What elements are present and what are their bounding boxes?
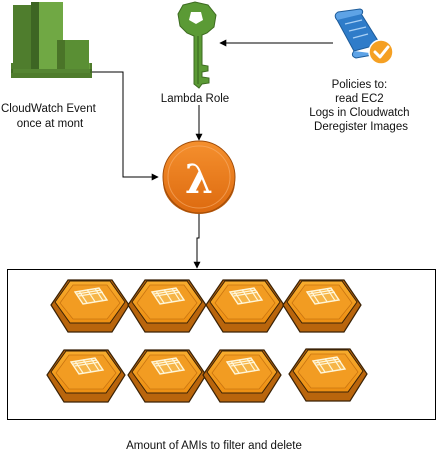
lambda-role-node[interactable]: Lambda Role bbox=[161, 1, 229, 105]
checkmark-badge-icon bbox=[368, 39, 394, 65]
policies-label-line: Policies to: bbox=[332, 79, 388, 91]
cloudwatch-label: CloudWatch Event once at mont bbox=[1, 103, 99, 130]
connectors bbox=[92, 39, 333, 269]
cloudwatch-label-line: CloudWatch Event bbox=[1, 103, 97, 115]
cloudwatch-icon bbox=[11, 2, 92, 78]
cloudwatch-label-line: once at mont bbox=[17, 118, 84, 130]
ami-icons bbox=[46, 279, 368, 403]
policies-label-line: Deregister Images bbox=[314, 121, 408, 133]
ami-group bbox=[7, 269, 436, 420]
lambda-icon: λ bbox=[162, 140, 236, 214]
ami-group-caption: Amount of AMIs to filter and delete bbox=[126, 440, 302, 452]
policies-label-line: Logs in Cloudwatch bbox=[309, 107, 409, 119]
lambda-role-label: Lambda Role bbox=[161, 93, 229, 105]
ami-icon bbox=[205, 279, 285, 333]
policies-label-line: read EC2 bbox=[335, 93, 384, 105]
ami-icon bbox=[282, 279, 362, 333]
lambda-function-node[interactable]: λ bbox=[162, 140, 236, 214]
ami-icon bbox=[127, 349, 207, 403]
policies-node[interactable]: Policies to: read EC2 Logs in Cloudwatch… bbox=[309, 8, 413, 133]
ami-icon bbox=[46, 349, 126, 403]
ami-icon bbox=[202, 349, 282, 403]
policies-label: Policies to: read EC2 Logs in Cloudwatch… bbox=[309, 79, 413, 133]
iam-role-key-icon bbox=[177, 1, 217, 89]
edge-cloudwatch-to-lambda bbox=[92, 71, 159, 181]
ami-icon bbox=[50, 279, 130, 333]
ami-icon bbox=[127, 279, 207, 333]
edge-lambda-to-ami-group bbox=[193, 213, 201, 269]
svg-text:λ: λ bbox=[185, 156, 213, 203]
cloudwatch-node[interactable]: CloudWatch Event once at mont bbox=[1, 2, 99, 130]
ami-icon bbox=[288, 348, 368, 402]
